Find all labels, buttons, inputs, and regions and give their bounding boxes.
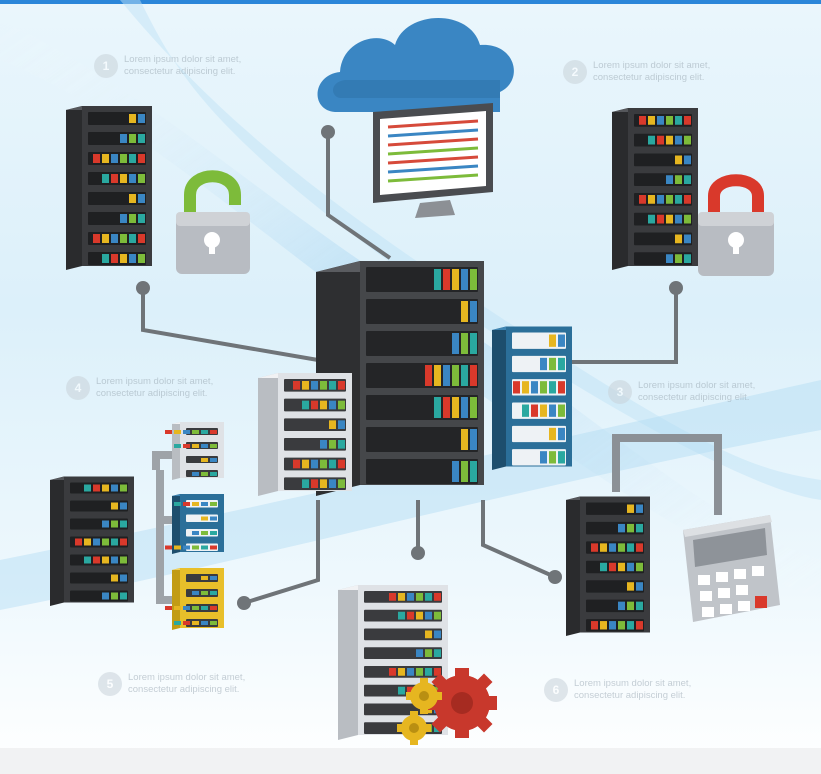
caption-text: Lorem ipsum dolor sit amet, consectetur …: [638, 380, 756, 403]
server-icon: [165, 422, 224, 480]
caption-3: 3 Lorem ipsum dolor sit amet, consectetu…: [608, 380, 788, 404]
caption-text: Lorem ipsum dolor sit amet, consectetur …: [574, 678, 692, 701]
caption-text: Lorem ipsum dolor sit amet, consectetur …: [593, 60, 711, 83]
server-icon: [316, 261, 484, 496]
caption-text: Lorem ipsum dolor sit amet, consectetur …: [128, 672, 246, 695]
server-icon: [66, 106, 152, 270]
monitor-icon: [373, 103, 493, 218]
gear-icon: [397, 711, 431, 745]
caption-1: 1 Lorem ipsum dolor sit amet, consectetu…: [94, 54, 274, 78]
caption-text: Lorem ipsum dolor sit amet, consectetur …: [124, 54, 242, 77]
padlock-icon: [176, 170, 250, 274]
bottom-strip: [0, 748, 821, 774]
caption-5: 5 Lorem ipsum dolor sit amet, consectetu…: [98, 672, 278, 696]
caption-4: 4 Lorem ipsum dolor sit amet, consectetu…: [66, 376, 246, 400]
gear-icon: [427, 668, 497, 738]
connector-lines: [141, 138, 722, 605]
server-icon: [492, 326, 572, 470]
caption-text: Lorem ipsum dolor sit amet, consectetur …: [96, 376, 214, 399]
calculator-icon: [683, 515, 780, 622]
caption-number: 2: [563, 60, 587, 84]
connector-nodes: [136, 125, 683, 610]
server-icon: [612, 108, 698, 270]
padlock-icon: [698, 174, 774, 276]
server-icon: [258, 373, 352, 496]
caption-number: 4: [66, 376, 90, 400]
caption-number: 5: [98, 672, 122, 696]
server-icon: [566, 496, 650, 636]
server-icon: [338, 585, 448, 740]
caption-number: 6: [544, 678, 568, 702]
caption-number: 3: [608, 380, 632, 404]
server-icon: [165, 494, 224, 554]
server-icon: [50, 476, 134, 606]
caption-2: 2 Lorem ipsum dolor sit amet, consectetu…: [563, 60, 743, 84]
caption-6: 6 Lorem ipsum dolor sit amet, consectetu…: [544, 678, 724, 702]
server-icon: [165, 568, 224, 630]
top-accent-bar: [0, 0, 821, 4]
caption-number: 1: [94, 54, 118, 78]
gear-icon: [406, 678, 442, 714]
cloud-icon: [317, 17, 514, 112]
